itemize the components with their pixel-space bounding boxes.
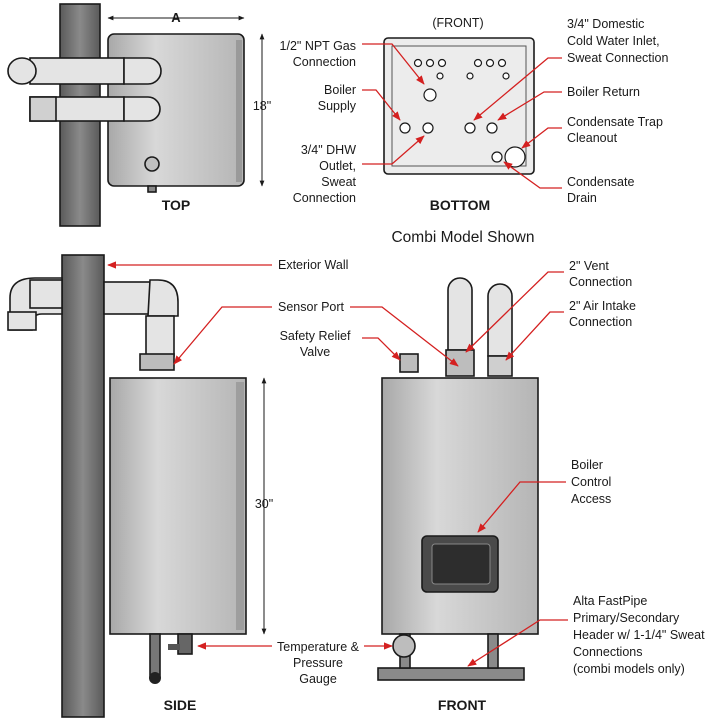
view-title-side: SIDE — [164, 697, 197, 713]
bottom-ports — [399, 58, 526, 168]
dimension-a: A — [171, 10, 181, 25]
side-exterior-vent — [7, 277, 63, 331]
front-boiler-body — [381, 377, 539, 635]
side-wall — [61, 254, 105, 718]
side-bottom-pipes — [149, 633, 193, 684]
combi-model-caption: Combi Model Shown — [391, 229, 534, 246]
view-title-front: FRONT — [438, 697, 487, 713]
top-vent-pipe — [7, 57, 162, 85]
label-exterior-wall: Exterior Wall — [278, 258, 348, 272]
view-title-bottom: BOTTOM — [430, 197, 490, 213]
label-sensor-port: Sensor Port — [278, 300, 345, 314]
side-view: 30" SIDE — [7, 254, 273, 718]
view-title-top: TOP — [162, 197, 191, 213]
front-view: FRONT — [377, 277, 539, 713]
fastpipe-header — [377, 633, 525, 681]
dimension-18: 18" — [253, 99, 271, 113]
top-view: A 18" TOP — [7, 3, 271, 227]
side-flue-pipe — [103, 279, 179, 371]
side-boiler-body — [109, 377, 247, 635]
dimension-30: 30" — [255, 497, 273, 511]
front-vent-pipe — [447, 277, 473, 351]
top-intake-pipe — [29, 96, 161, 122]
label-boiler-return: Boiler Return — [567, 85, 640, 99]
bottom-view: (FRONT) BOTTOM — [383, 16, 535, 213]
front-air-intake — [487, 283, 513, 377]
control-panel — [421, 535, 499, 593]
bottom-front-note: (FRONT) — [432, 16, 483, 30]
